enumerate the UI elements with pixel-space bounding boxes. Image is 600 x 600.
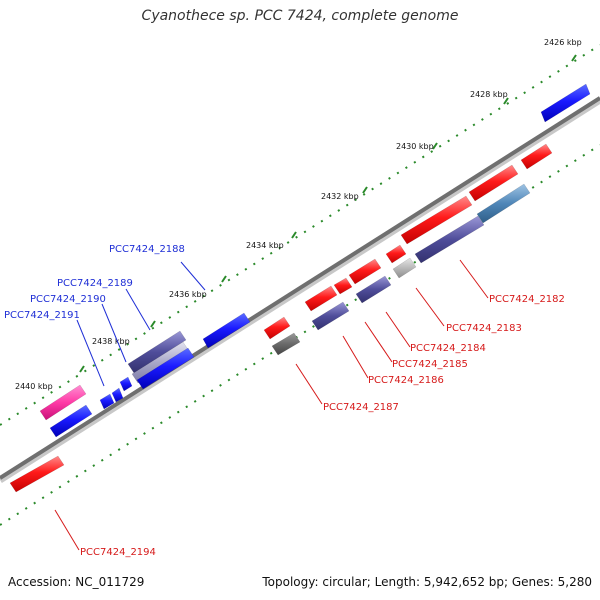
gene-arrow-reverse — [385, 244, 407, 264]
gene-arrow-forward — [136, 347, 195, 390]
gene-arrow-reverse — [333, 277, 353, 295]
genome-summary-text: Topology: circular; Length: 5,942,652 bp… — [262, 575, 592, 589]
gene-arrow-reverse — [304, 285, 338, 312]
gene-label[interactable]: PCC7424_2182 — [489, 294, 565, 305]
reverse-genes — [9, 143, 553, 493]
accession-text: Accession: NC_011729 — [8, 575, 145, 589]
gene-arrow-reverse — [392, 257, 417, 279]
major-tick — [571, 54, 577, 62]
connector-line — [459, 259, 489, 299]
gene-label[interactable]: PCC7424_2190 — [30, 294, 106, 305]
tick-label: 2440 kbp — [15, 382, 53, 391]
label-connectors — [54, 259, 489, 551]
gene-arrow-reverse — [9, 455, 65, 493]
connector-line — [101, 303, 127, 363]
gene-label[interactable]: PCC7424_2186 — [368, 375, 444, 386]
tick-label: 2428 kbp — [470, 90, 508, 99]
connector-line — [415, 287, 445, 327]
major-tick — [79, 365, 85, 373]
gene-label[interactable]: PCC7424_2187 — [323, 402, 399, 413]
gene-arrow-reverse — [311, 301, 350, 331]
gene-arrow-reverse — [348, 258, 382, 285]
major-tick — [432, 142, 438, 150]
genome-backbone — [0, 96, 600, 480]
gene-label[interactable]: PCC7424_2188 — [109, 244, 185, 255]
major-ticks — [79, 54, 577, 373]
gene-arrow-reverse — [263, 316, 291, 340]
tick-label: 2434 kbp — [246, 241, 284, 250]
connector-line — [364, 321, 393, 363]
tick-label: 2436 kbp — [169, 290, 207, 299]
major-tick — [362, 186, 368, 194]
gene-arrow-forward — [49, 404, 93, 438]
map-title: Cyanothece sp. PCC 7424, complete genome — [141, 8, 459, 24]
gene-arrow-forward — [119, 376, 133, 392]
gene-arrow-reverse — [520, 143, 553, 170]
gene-arrow-forward — [99, 393, 115, 410]
major-tick — [150, 320, 156, 328]
gene-arrow-reverse — [355, 275, 392, 304]
connector-line — [125, 288, 151, 331]
gene-arrow-reverse — [476, 183, 531, 224]
tick-label: 2430 kbp — [396, 142, 434, 151]
gene-arrow-reverse — [468, 164, 519, 202]
connector-line — [385, 311, 411, 348]
gene-arrow-forward — [540, 83, 591, 123]
gene-labels: PCC7424_2188 PCC7424_2189 PCC7424_2190 P… — [4, 244, 565, 558]
gene-arrow-forward — [39, 384, 87, 421]
connector-line — [180, 261, 206, 291]
connector-line — [342, 335, 369, 379]
gene-label[interactable]: PCC7424_2185 — [392, 359, 468, 370]
gene-arrow-forward — [111, 387, 124, 403]
gene-label[interactable]: PCC7424_2189 — [57, 278, 133, 289]
forward-tick-row — [0, 44, 600, 426]
tick-labels: 2426 kbp 2428 kbp 2430 kbp 2432 kbp 2434… — [15, 38, 582, 391]
tick-label: 2432 kbp — [321, 192, 359, 201]
forward-genes — [39, 83, 591, 438]
connector-line — [76, 319, 105, 387]
gene-label[interactable]: PCC7424_2191 — [4, 310, 80, 321]
connector-line — [54, 509, 80, 551]
gene-arrow-reverse — [400, 195, 473, 245]
major-tick — [503, 97, 509, 105]
connector-line — [295, 363, 323, 405]
tick-label: 2438 kbp — [92, 337, 130, 346]
tick-label: 2426 kbp — [544, 38, 582, 47]
gene-arrow-reverse — [414, 215, 485, 264]
gene-arrow-forward — [202, 312, 251, 349]
major-tick — [291, 231, 297, 239]
gene-label[interactable]: PCC7424_2184 — [410, 343, 486, 354]
gene-label[interactable]: PCC7424_2183 — [446, 323, 522, 334]
gene-label[interactable]: PCC7424_2194 — [80, 547, 156, 558]
gene-arrow-reverse — [271, 332, 301, 356]
gene-arrow-forward — [127, 330, 187, 374]
major-tick — [221, 275, 227, 283]
